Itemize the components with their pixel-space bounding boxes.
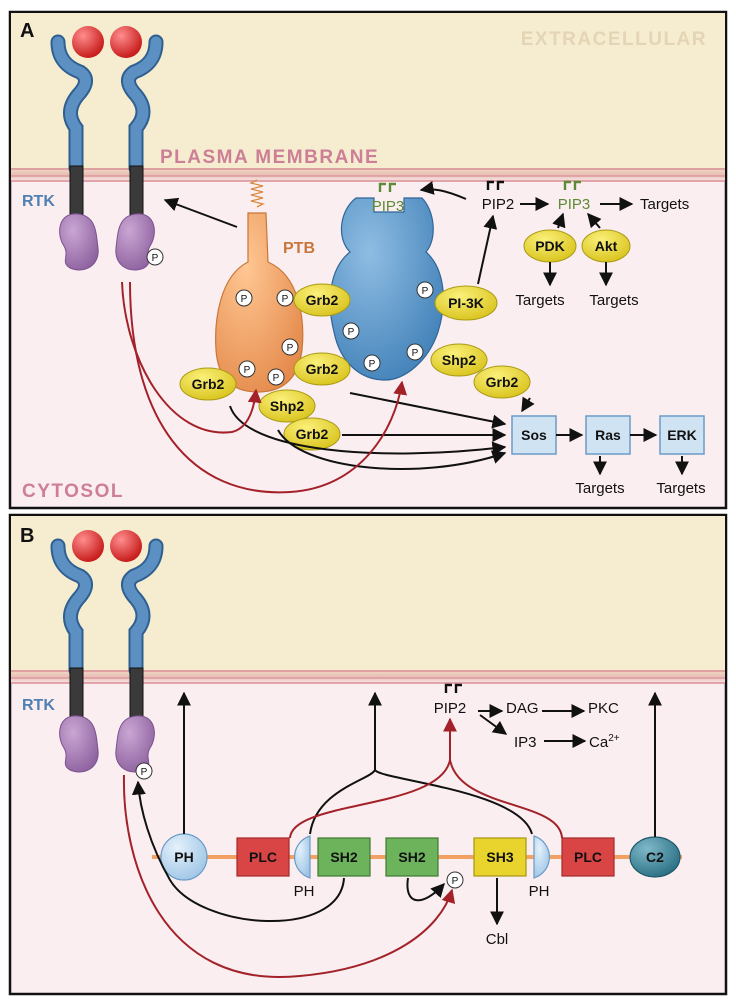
pkc-label: PKC — [588, 700, 619, 717]
rtk-dimer: P — [50, 26, 164, 271]
sos-label: Sos — [521, 427, 547, 443]
shp2-label: Shp2 — [270, 398, 304, 414]
svg-text:P: P — [369, 359, 376, 370]
extracellular-label: EXTRACELLULAR — [521, 29, 707, 50]
kinase-domain — [59, 213, 99, 271]
svg-text:P: P — [412, 348, 419, 359]
targets-label: Targets — [575, 480, 624, 497]
ca-label: Ca2+ — [589, 733, 620, 751]
ligand — [110, 530, 142, 562]
arrows-red — [121, 281, 408, 494]
panel-a: A EXTRACELLULAR PLASMA MEMBRANE CYTOSOL … — [8, 10, 728, 510]
kinase-domain — [59, 715, 99, 773]
pip3-label: PIP3 — [558, 196, 591, 213]
ptb-label: PTB — [283, 240, 315, 257]
rtk-label: RTK — [22, 193, 55, 210]
panel-a-letter: A — [20, 20, 34, 42]
svg-text:P: P — [273, 373, 280, 384]
split-ph-label: PH — [294, 883, 315, 900]
phospho-site — [446, 871, 464, 889]
sh2-domain-label: SH2 — [398, 849, 425, 865]
targets-label: Targets — [589, 292, 638, 309]
plc-domain-label: PLC — [574, 849, 602, 865]
ligand — [72, 530, 104, 562]
arrows-black — [163, 181, 689, 476]
targets-label: Targets — [656, 480, 705, 497]
phospho-site: P — [152, 253, 159, 264]
lipid-symbols — [378, 180, 581, 192]
ligand — [110, 26, 142, 58]
grb2-label: Grb2 — [192, 376, 225, 392]
sh3-domain-label: SH3 — [486, 849, 513, 865]
pdk-label: PDK — [535, 238, 565, 254]
erk-label: ERK — [667, 427, 697, 443]
cytosol-label: CYTOSOL — [22, 481, 124, 502]
kinase-domain — [115, 213, 155, 271]
grb2-label: Grb2 — [306, 361, 339, 377]
panel-b: B RTK P PIP2 DAG PKC IP3 Ca2+ P — [8, 513, 728, 996]
svg-text:P: P — [452, 876, 459, 887]
svg-text:P: P — [282, 294, 289, 305]
plc-domain-label: PLC — [249, 849, 277, 865]
pip2-label: PIP2 — [434, 700, 467, 717]
phospho-sites: P P P P P P P P P — [235, 281, 434, 386]
akt-label: Akt — [595, 238, 618, 254]
grb2-label: Grb2 — [486, 374, 519, 390]
svg-text:P: P — [422, 286, 429, 297]
targets-label: Targets — [640, 196, 689, 213]
panel-b-letter: B — [20, 525, 34, 547]
lipid-symbol — [444, 683, 462, 693]
lipid-anchor — [249, 179, 265, 208]
svg-text:P: P — [244, 365, 251, 376]
svg-text:P: P — [348, 327, 355, 338]
plc-domains: PH PLC SH2 SH2 SH3 PLC C2 — [160, 833, 681, 881]
rtk-dimer: P — [50, 530, 164, 780]
dag-label: DAG — [506, 700, 539, 717]
rtk-label: RTK — [22, 697, 55, 714]
plasma-membrane-label: PLASMA MEMBRANE — [160, 147, 379, 168]
grb2-label: Grb2 — [306, 292, 339, 308]
split-ph-label: PH — [529, 883, 550, 900]
adaptor-proteins: Grb2 Grb2 Grb2 Shp2 Grb2 PI-3K Shp2 Grb2… — [179, 229, 631, 451]
pi3k-label: PI-3K — [448, 295, 484, 311]
svg-text:P: P — [241, 294, 248, 305]
ph-domain-label: PH — [174, 849, 193, 865]
kinase-domain — [115, 715, 155, 773]
plasma-membrane — [11, 168, 725, 181]
grb2-label: Grb2 — [296, 426, 329, 442]
mapk-cascade: Sos Ras ERK — [511, 415, 705, 455]
c2-domain-label: C2 — [646, 849, 664, 865]
ligand — [72, 26, 104, 58]
ras-label: Ras — [595, 427, 621, 443]
ip3-label: IP3 — [514, 734, 537, 751]
arrows-red — [122, 717, 563, 979]
targets-label: Targets — [515, 292, 564, 309]
svg-text:P: P — [287, 343, 294, 354]
cbl-label: Cbl — [486, 931, 509, 948]
pip3-label: PIP3 — [372, 198, 405, 215]
pip2-label: PIP2 — [482, 196, 515, 213]
phospho-site: P — [141, 767, 148, 778]
shp2-label: Shp2 — [442, 352, 476, 368]
arrows-black — [131, 691, 662, 926]
sh2-domain-label: SH2 — [330, 849, 357, 865]
plasma-membrane — [11, 670, 725, 683]
